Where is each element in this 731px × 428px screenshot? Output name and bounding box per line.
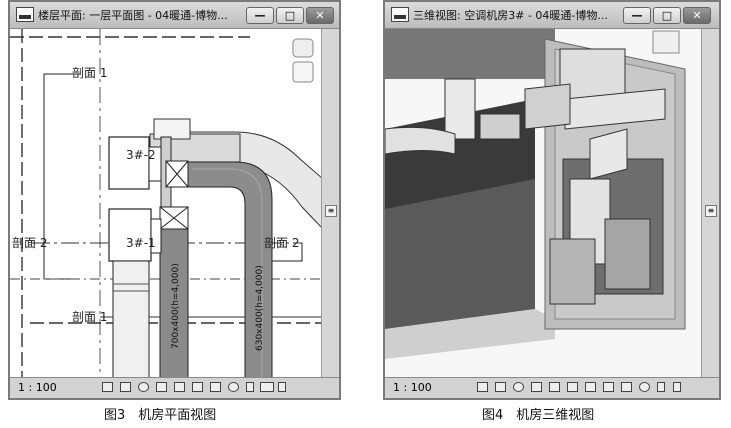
supply-duct-left — [159, 216, 189, 377]
section-label: 剖面 1 — [72, 66, 107, 80]
view-scale[interactable]: 1 : 100 — [393, 381, 432, 394]
window-frame: 楼层平面: 一层平面图 - 04暖通-博物... — □ ✕ — [8, 0, 341, 400]
equipment-tag: 3#-1 — [126, 236, 156, 250]
figure-caption-3: 图3 机房平面视图 — [104, 408, 217, 423]
damper-cross — [165, 160, 189, 188]
duct-segment — [479, 113, 521, 140]
duct-column — [589, 128, 628, 180]
sun-path-icon[interactable] — [513, 382, 524, 392]
window-title: 三维视图: 空调机房3# - 04暖通-博物... — [413, 9, 608, 22]
3d-model-drawing — [385, 29, 701, 377]
render-icon[interactable] — [549, 382, 560, 392]
duct-centerline — [192, 168, 263, 377]
section-label: 剖面 1 — [72, 310, 107, 324]
scroll-right-icon[interactable] — [278, 382, 286, 392]
view-control-bar: 1 : 100 — [385, 377, 719, 398]
visual-style-icon[interactable] — [120, 382, 131, 392]
vertical-scrollbar[interactable]: ≡ — [701, 29, 719, 377]
temporary-hide-icon[interactable] — [621, 382, 632, 392]
shadows-icon[interactable] — [531, 382, 542, 392]
plan-viewport[interactable]: 剖面 1 剖面 2 剖面 2 剖面 1 3#-2 3#-1 700x400(h=… — [10, 29, 321, 377]
title-bar[interactable]: 楼层平面: 一层平面图 - 04暖通-博物... — □ ✕ — [10, 2, 339, 29]
show-crop-icon[interactable] — [192, 382, 203, 392]
ahu-base — [549, 238, 596, 305]
show-crop-icon[interactable] — [585, 382, 596, 392]
view-cube-icon[interactable] — [292, 38, 314, 58]
view-scale[interactable]: 1 : 100 — [18, 381, 57, 394]
visual-style-icon[interactable] — [495, 382, 506, 392]
window-frame: 三维视图: 空调机房3# - 04暖通-博物... — □ ✕ — [383, 0, 721, 400]
shadows-icon[interactable] — [156, 382, 167, 392]
window-title: 楼层平面: 一层平面图 - 04暖通-博物... — [38, 9, 228, 22]
minimize-button[interactable]: — — [623, 7, 651, 24]
floor-slab — [385, 309, 555, 359]
scroll-left-icon[interactable] — [657, 382, 665, 392]
view-cube-icon[interactable] — [652, 30, 680, 54]
damper-cross — [159, 206, 189, 230]
scroll-right-icon[interactable] — [673, 382, 681, 392]
temporary-hide-icon[interactable] — [210, 382, 221, 392]
title-bar[interactable]: 三维视图: 空调机房3# - 04暖通-博物... — □ ✕ — [385, 2, 719, 29]
detail-level-icon[interactable] — [102, 382, 113, 392]
duct-size-tag: 700x400(h=4,000) — [171, 263, 181, 349]
scroll-thumb-horizontal[interactable] — [260, 382, 274, 392]
close-button[interactable]: ✕ — [306, 7, 334, 24]
lock-3d-view-icon[interactable] — [603, 382, 614, 392]
ahu-unit — [604, 218, 651, 290]
scroll-thumb[interactable]: ≡ — [325, 205, 337, 217]
minimize-icon: — — [254, 9, 266, 22]
crop-view-icon[interactable] — [174, 382, 185, 392]
close-icon: ✕ — [692, 9, 702, 22]
view-control-bar: 1 : 100 — [10, 377, 339, 398]
maximize-icon: □ — [661, 9, 673, 22]
maximize-icon: □ — [284, 9, 296, 22]
maximize-button[interactable]: □ — [276, 7, 304, 24]
maximize-button[interactable]: □ — [653, 7, 681, 24]
duct-box — [444, 78, 476, 140]
equipment-tag: 3#-2 — [126, 148, 156, 162]
zoom-icon[interactable] — [292, 61, 314, 83]
revit-app-icon — [16, 7, 34, 22]
crop-view-icon[interactable] — [567, 382, 578, 392]
scroll-left-icon[interactable] — [246, 382, 254, 392]
curved-duct — [385, 126, 456, 155]
close-button[interactable]: ✕ — [683, 7, 711, 24]
scroll-thumb[interactable]: ≡ — [705, 205, 717, 217]
ahu-3-1-connector — [150, 218, 162, 254]
ahu-3-2 — [108, 136, 150, 190]
3d-viewport[interactable] — [385, 29, 701, 377]
sun-path-icon[interactable] — [138, 382, 149, 392]
ahu-3-1 — [108, 208, 152, 262]
return-duct — [112, 260, 150, 377]
plan-drawing: 剖面 1 剖面 2 剖面 2 剖面 1 3#-2 3#-1 700x400(h=… — [10, 29, 321, 377]
revit-app-icon — [391, 7, 409, 22]
section-label: 剖面 2 — [12, 236, 47, 250]
duct-box — [153, 118, 191, 140]
reveal-hidden-icon[interactable] — [639, 382, 650, 392]
minimize-icon: — — [631, 9, 643, 22]
figure-caption-4: 图4 机房三维视图 — [482, 408, 595, 423]
3d-view-window: 三维视图: 空调机房3# - 04暖通-博物... — □ ✕ — [383, 0, 721, 400]
floor-plan-window: 楼层平面: 一层平面图 - 04暖通-博物... — □ ✕ — [8, 0, 341, 400]
detail-level-icon[interactable] — [477, 382, 488, 392]
ceiling-plane — [385, 29, 555, 79]
reveal-hidden-icon[interactable] — [228, 382, 239, 392]
close-icon: ✕ — [315, 9, 325, 22]
section-label: 剖面 2 — [264, 236, 299, 250]
duct-segment — [524, 83, 571, 130]
floor-plane — [385, 179, 535, 329]
section-line — [270, 243, 303, 262]
supply-duct-right — [187, 161, 273, 377]
section-line — [43, 73, 80, 280]
minimize-button[interactable]: — — [246, 7, 274, 24]
vertical-scrollbar[interactable]: ≡ — [321, 29, 339, 377]
duct-size-tag: 630x400(h=4,000) — [255, 265, 265, 351]
